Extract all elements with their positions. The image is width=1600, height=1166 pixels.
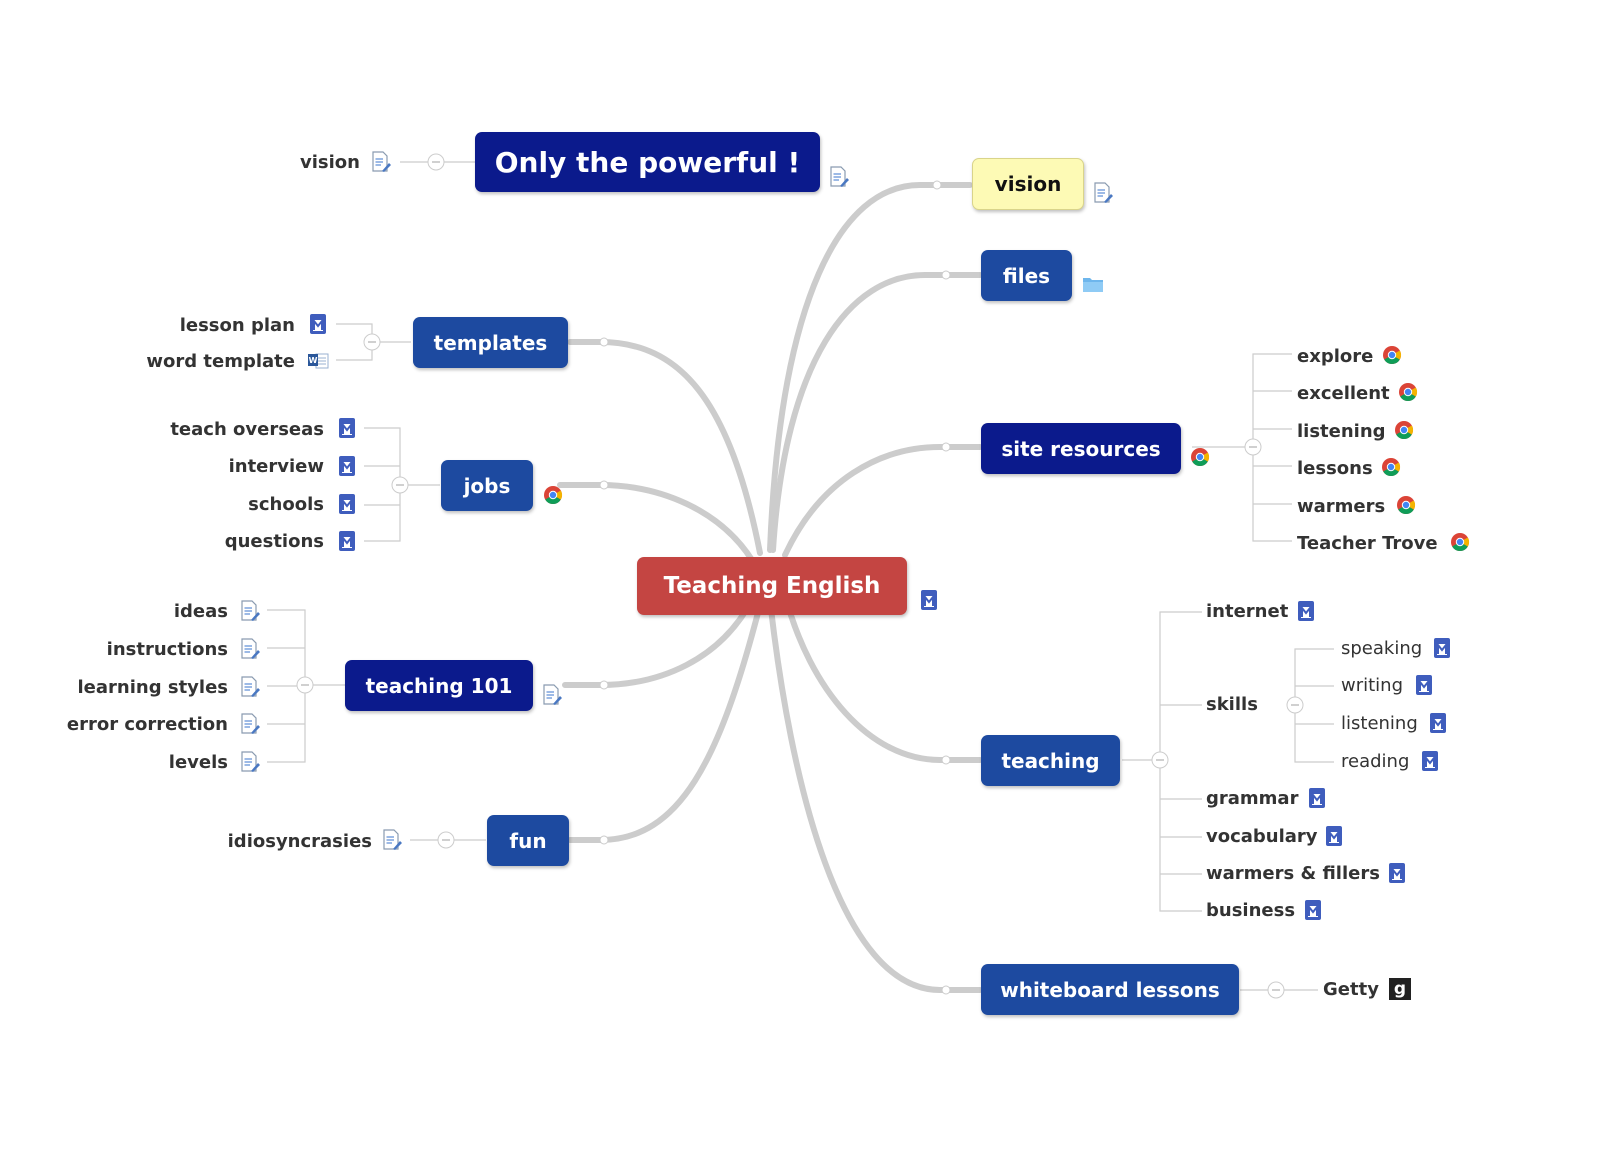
site-resource-warmers[interactable]: warmers	[1297, 496, 1386, 517]
note-icon[interactable]	[239, 600, 261, 622]
note-icon[interactable]	[370, 151, 392, 173]
teaching-101-learning-styles[interactable]: learning styles	[77, 677, 229, 698]
fun-idiosyncrasies[interactable]: idiosyncrasies	[227, 831, 372, 852]
templates-topic[interactable]: templates	[413, 317, 568, 368]
mindmap-doc-icon[interactable]	[1323, 825, 1345, 847]
mindmap-doc-icon[interactable]	[1427, 712, 1449, 734]
site-resources-topic[interactable]: site resources	[981, 423, 1181, 474]
job-questions[interactable]: questions	[224, 531, 324, 552]
svg-text:W: W	[309, 356, 318, 365]
site-resource-lessons[interactable]: lessons	[1297, 458, 1373, 479]
main-branches	[557, 182, 983, 993]
skill-reading[interactable]: reading	[1341, 751, 1410, 772]
job-interview[interactable]: interview	[228, 456, 324, 477]
teaching-101-error-correction[interactable]: error correction	[66, 714, 228, 735]
mindmap-doc-icon[interactable]	[1295, 600, 1317, 622]
mindmap-doc-icon[interactable]	[336, 417, 358, 439]
note-icon[interactable]	[239, 751, 261, 773]
job-teach-overseas[interactable]: teach overseas	[170, 419, 324, 440]
teaching-101-instructions[interactable]: instructions	[106, 639, 228, 660]
teaching-101-levels[interactable]: levels	[168, 752, 228, 773]
job-schools[interactable]: schools	[248, 494, 324, 515]
folder-icon[interactable]	[1082, 273, 1104, 295]
mindmap-doc-icon[interactable]	[307, 313, 329, 335]
chrome-icon[interactable]	[1393, 419, 1415, 441]
mindmap-doc-icon[interactable]	[1386, 862, 1408, 884]
teaching-business[interactable]: business	[1206, 900, 1296, 921]
jobs-topic[interactable]: jobs	[441, 460, 533, 511]
site-resource-excellent[interactable]: excellent	[1297, 383, 1390, 404]
chrome-icon[interactable]	[1380, 456, 1402, 478]
note-icon[interactable]	[239, 676, 261, 698]
getty-icon[interactable]: g	[1389, 978, 1411, 1000]
note-icon[interactable]	[828, 166, 850, 188]
teaching-101-topic[interactable]: teaching 101	[345, 660, 533, 711]
toggle-minus-signs	[301, 161, 1299, 991]
site-resource-teacher-trove[interactable]: Teacher Trove	[1297, 533, 1438, 554]
skill-listening[interactable]: listening	[1341, 713, 1418, 734]
site-resource-explore[interactable]: explore	[1297, 346, 1374, 367]
chrome-icon[interactable]	[1395, 494, 1417, 516]
whiteboard-lessons-topic[interactable]: whiteboard lessons	[981, 964, 1239, 1015]
template-lesson-plan[interactable]: lesson plan	[179, 315, 295, 336]
getty-leaf[interactable]: Getty	[1323, 979, 1379, 1000]
skill-speaking[interactable]: speaking	[1341, 638, 1423, 659]
chrome-icon[interactable]	[542, 484, 564, 506]
chrome-icon[interactable]	[1397, 381, 1419, 403]
chrome-icon[interactable]	[1449, 531, 1471, 553]
word-doc-icon[interactable]: W	[307, 350, 329, 372]
mindmap-doc-icon[interactable]	[1431, 637, 1453, 659]
mindmap-doc-icon[interactable]	[336, 493, 358, 515]
floating-title-topic[interactable]: Only the powerful !	[475, 132, 820, 192]
title-vision-leaf[interactable]: vision	[300, 152, 360, 173]
note-icon[interactable]	[541, 684, 563, 706]
note-icon[interactable]	[381, 829, 403, 851]
mindmap-doc-icon[interactable]	[1419, 750, 1441, 772]
teaching-warmers-fillers[interactable]: warmers & fillers	[1206, 863, 1380, 884]
files-topic[interactable]: files	[981, 250, 1072, 301]
teaching-101-ideas[interactable]: ideas	[173, 601, 228, 622]
teaching-internet[interactable]: internet	[1206, 601, 1289, 622]
note-icon[interactable]	[239, 713, 261, 735]
fun-topic[interactable]: fun	[487, 815, 569, 866]
mindmap-doc-icon[interactable]	[1306, 787, 1328, 809]
note-icon[interactable]	[1092, 182, 1114, 204]
teaching-grammar[interactable]: grammar	[1206, 788, 1299, 809]
mindmap-doc-icon[interactable]	[1302, 899, 1324, 921]
central-topic[interactable]: Teaching English	[637, 557, 907, 615]
teaching-topic[interactable]: teaching	[981, 735, 1120, 786]
chrome-icon[interactable]	[1189, 446, 1211, 468]
teaching-skills[interactable]: skills	[1206, 694, 1258, 715]
mindmap-doc-icon[interactable]	[336, 455, 358, 477]
template-word-template[interactable]: word template	[146, 351, 295, 372]
note-icon[interactable]	[239, 638, 261, 660]
teaching-vocabulary[interactable]: vocabulary	[1206, 826, 1318, 847]
vision-topic[interactable]: vision	[972, 158, 1084, 210]
skill-writing[interactable]: writing	[1341, 675, 1404, 696]
branch-joints	[599, 180, 951, 995]
mindmap-doc-icon[interactable]	[918, 589, 940, 611]
chrome-icon[interactable]	[1381, 344, 1403, 366]
mindmap-doc-icon[interactable]	[336, 530, 358, 552]
site-resource-listening[interactable]: listening	[1297, 421, 1386, 442]
mindmap-doc-icon[interactable]	[1413, 674, 1435, 696]
